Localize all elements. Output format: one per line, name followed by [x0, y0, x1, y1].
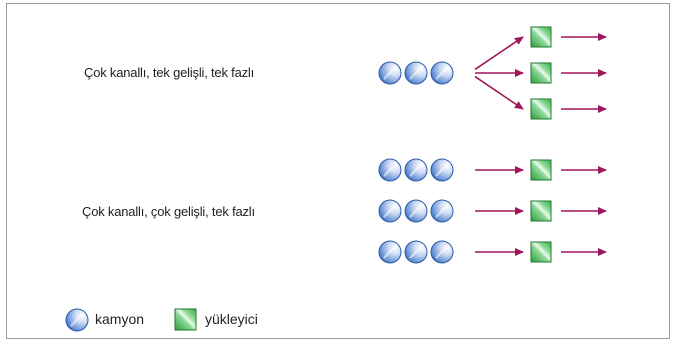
- loader-square-icon: [530, 62, 552, 84]
- truck-circle-icon: [378, 61, 402, 85]
- legend-truck-label: kamyon: [95, 311, 145, 327]
- loader-square-icon: [174, 308, 197, 331]
- truck-circle-icon: [378, 199, 402, 223]
- truck-circle-icon: [404, 199, 428, 223]
- truck-circle-icon: [430, 158, 454, 182]
- truck-circle-icon: [430, 199, 454, 223]
- truck-circle-icon: [430, 61, 454, 85]
- arrow-icon: [474, 36, 524, 71]
- truck-circle-icon: [430, 240, 454, 264]
- loader-square-icon: [530, 159, 552, 181]
- config-multi-arrival: [378, 158, 607, 264]
- loader-square-icon: [530, 26, 552, 48]
- config-single-arrival: [378, 26, 607, 120]
- truck-circle-icon: [404, 158, 428, 182]
- loader-square-icon: [530, 241, 552, 263]
- legend-loader-label: yükleyici: [205, 311, 258, 327]
- loader-square-icon: [530, 98, 552, 120]
- truck-circle-icon: [404, 240, 428, 264]
- config-label-multi-arrival: Çok kanallı, çok gelişli, tek fazlı: [82, 204, 255, 219]
- loader-square-icon: [530, 200, 552, 222]
- diagram-frame: [6, 3, 670, 339]
- truck-circle-icon: [378, 240, 402, 264]
- arrow-icon: [474, 75, 524, 110]
- config-label-single-arrival: Çok kanallı, tek gelişli, tek fazlı: [84, 65, 255, 80]
- truck-circle-icon: [404, 61, 428, 85]
- truck-circle-icon: [378, 158, 402, 182]
- truck-circle-icon: [65, 308, 89, 332]
